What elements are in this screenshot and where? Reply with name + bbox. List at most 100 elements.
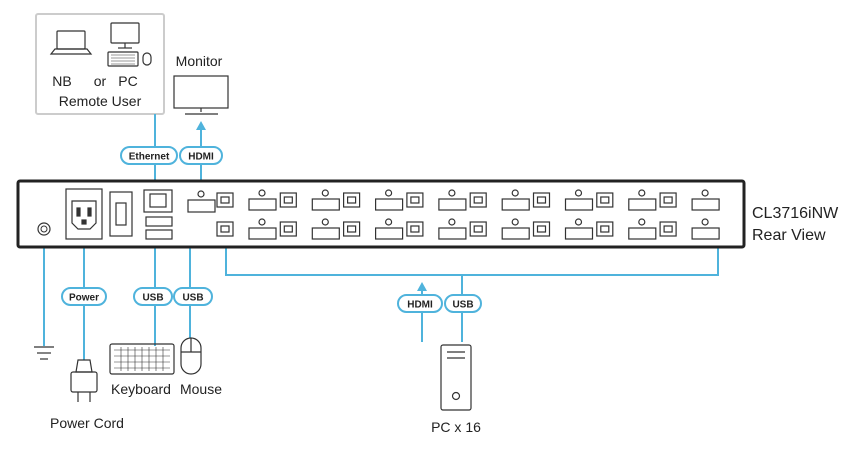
usb-b-port: [659, 221, 677, 237]
hdmi-port: [628, 198, 657, 211]
power-socket-icon: [65, 188, 103, 240]
usb-b-port: [469, 192, 487, 208]
usb-keyboard-tag: USB: [133, 287, 173, 306]
svg-text:USB: USB: [452, 300, 473, 311]
desktop-pc-icon: [107, 22, 152, 67]
kvm-chassis: [16, 179, 746, 249]
port-screw: [511, 218, 519, 226]
pc-port-group: [343, 189, 404, 211]
hdmi-port: [438, 227, 467, 240]
svg-text:HDMI: HDMI: [188, 152, 214, 163]
pc-usb-tag: USB: [444, 294, 482, 313]
port-screw: [258, 189, 266, 197]
usb-b-port-inner: [473, 196, 483, 204]
pc-port-group: [532, 218, 594, 240]
port-screw: [638, 218, 646, 226]
monitor-label: Monitor: [176, 53, 223, 69]
rear-view-label: Rear View: [752, 227, 826, 244]
port-screw: [258, 218, 266, 226]
port-screw: [701, 189, 709, 197]
pc-hdmi-tag: HDMI: [397, 294, 443, 313]
hdmi-port: [248, 198, 277, 211]
usb-b-port-inner: [220, 196, 230, 204]
usb-b-port-inner: [283, 225, 293, 233]
pc-port-group: [216, 189, 277, 211]
hdmi-port: [501, 198, 530, 211]
pc-port-group: [216, 218, 277, 240]
hdmi-port: [311, 227, 340, 240]
pc-port-groups: [216, 189, 720, 240]
pc-port-group: [406, 189, 467, 211]
pc-port-group: [279, 218, 340, 240]
svg-text:USB: USB: [142, 293, 163, 304]
pc-port-group: [659, 189, 720, 211]
pc-port-group: [532, 189, 594, 211]
monitor-icon: [173, 75, 229, 115]
mouse-label: Mouse: [180, 381, 222, 397]
svg-text:HDMI: HDMI: [407, 300, 433, 311]
svg-text:Ethernet: Ethernet: [129, 152, 170, 163]
svg-text:USB: USB: [182, 293, 203, 304]
remote-user-caption: Remote User: [59, 93, 142, 109]
console-usb-ports: [145, 216, 173, 240]
ethernet-tag: Ethernet: [120, 146, 178, 165]
port-screw: [385, 189, 393, 197]
pc-port-group: [406, 218, 467, 240]
pc-port-group: [469, 189, 530, 211]
hdmi-port: [628, 227, 657, 240]
keyboard-icon: [109, 343, 175, 375]
pc-label: PC: [118, 73, 137, 89]
usb-b-port-inner: [347, 225, 357, 233]
usb-b-port: [406, 221, 424, 237]
usb-b-port: [532, 221, 551, 237]
usb-b-port-inner: [220, 225, 230, 233]
ground-screw-icon: [37, 222, 51, 236]
usb-b-port: [216, 192, 234, 208]
port-screw: [574, 189, 583, 197]
pc-port-group: [469, 218, 530, 240]
remote-user-box: [35, 13, 165, 115]
usb-b-port-inner: [600, 225, 610, 233]
usb-mouse-tag: USB: [173, 287, 213, 306]
usb-b-port: [532, 192, 551, 208]
or-label: or: [94, 73, 107, 89]
power-tag: Power: [61, 287, 107, 306]
ethernet-port-icon: [143, 189, 173, 213]
usb-b-port: [596, 192, 614, 208]
keyboard-label: Keyboard: [111, 381, 171, 397]
usb-b-port-inner: [410, 225, 420, 233]
usb-b-port-inner: [473, 225, 483, 233]
power-cord-label: Power Cord: [50, 415, 124, 431]
pc-port-group: [279, 189, 340, 211]
port-screw: [511, 189, 519, 197]
hdmi-port: [438, 198, 467, 211]
port-screw: [385, 218, 393, 226]
port-screw: [321, 218, 329, 226]
usb-b-port: [279, 221, 297, 237]
port-screw: [321, 189, 329, 197]
pc-tower-icon: [440, 344, 472, 411]
hdmi-port: [311, 198, 340, 211]
pc-count-label: PC x 16: [431, 419, 481, 435]
port-screw: [448, 189, 456, 197]
port-screw: [448, 218, 456, 226]
usb-b-port: [279, 192, 297, 208]
usb-b-port-inner: [536, 196, 547, 204]
usb-b-port-inner: [536, 225, 547, 233]
pc-bus-cable: [225, 246, 719, 276]
hdmi-out-tag: HDMI: [179, 146, 223, 165]
model-label: CL3716iNW: [752, 205, 839, 222]
ground-symbol-icon: [34, 346, 54, 360]
nb-label: NB: [52, 73, 71, 89]
hdmi-console-port: [187, 190, 216, 213]
usb-b-port-inner: [347, 196, 357, 204]
hdmi-port: [691, 227, 720, 240]
hdmi-port: [691, 198, 720, 211]
pc-port-group: [659, 218, 720, 240]
hdmi-port: [248, 227, 277, 240]
mouse-icon: [180, 337, 202, 375]
pc-port-group: [596, 218, 657, 240]
usb-b-port: [469, 221, 487, 237]
pc-port-group: [596, 189, 657, 211]
